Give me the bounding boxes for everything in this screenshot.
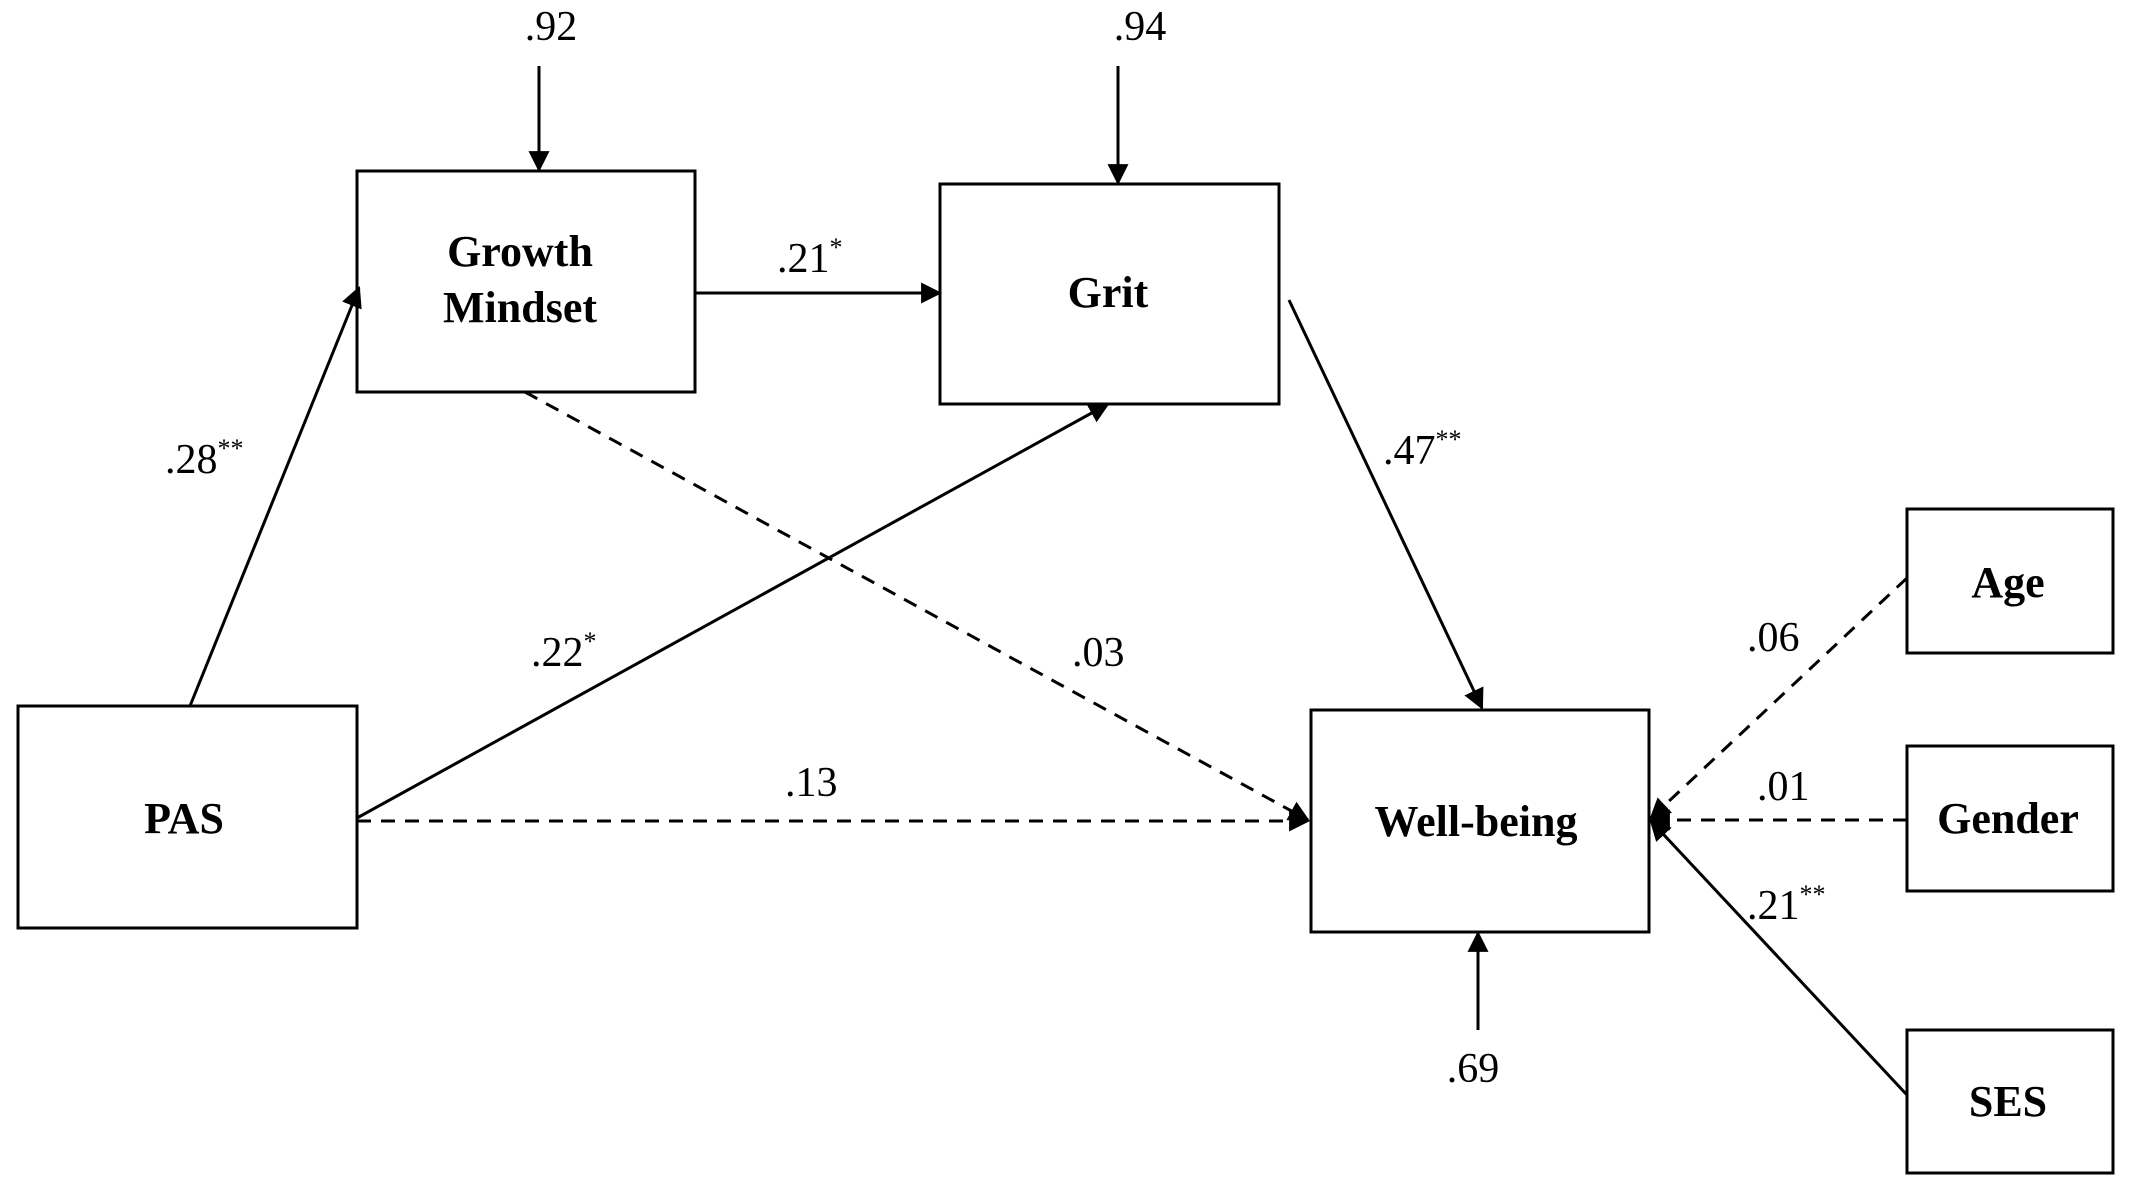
residual-value-wellbeing: .69 (1447, 1046, 1500, 1092)
age-label: Age (1971, 558, 2044, 607)
gender-label: Gender (1937, 794, 2079, 843)
coef-gender-to-wellbeing: .01 (1757, 764, 1810, 810)
residual-value-growth-mindset: .92 (525, 4, 578, 50)
path-growth-mindset-to-wellbeing (524, 390, 1310, 822)
gender-box (1905, 744, 2115, 893)
wellbeing-box (1309, 708, 1651, 934)
coef-pas-to-growth-mindset: .28** (165, 434, 244, 483)
grit-label: Grit (1068, 268, 1149, 317)
coef-age-to-wellbeing: .06 (1747, 615, 1800, 661)
ses-box (1905, 1028, 2115, 1175)
age-box (1905, 507, 2115, 655)
pas-box (16, 704, 359, 930)
growth-mindset-box (355, 169, 697, 394)
path-pas-to-growth-mindset (188, 286, 362, 707)
wellbeing-label: Well-being (1375, 797, 1578, 846)
path-ses-to-wellbeing (1649, 819, 1909, 1097)
growth-mindset-label-line1: Growth (447, 227, 593, 276)
coef-growth-mindset-to-wellbeing: .03 (1072, 630, 1125, 676)
ses-label: SES (1969, 1077, 2047, 1126)
residual-value-grit: .94 (1114, 4, 1167, 50)
growth-mindset-label-line2: Mindset (443, 283, 597, 332)
grit-box (938, 182, 1281, 406)
path-pas-to-grit (356, 402, 1110, 820)
coef-ses-to-wellbeing: .21** (1747, 880, 1826, 929)
coef-pas-to-wellbeing: .13 (785, 760, 838, 806)
path-age-to-wellbeing (1649, 576, 1909, 820)
coef-pas-to-grit: .22* (531, 627, 597, 676)
coef-growth-mindset-to-grit: .21* (777, 233, 843, 282)
path-grit-to-wellbeing (1287, 299, 1484, 710)
coef-grit-to-wellbeing: .47** (1383, 425, 1462, 474)
pas-label: PAS (144, 794, 224, 843)
